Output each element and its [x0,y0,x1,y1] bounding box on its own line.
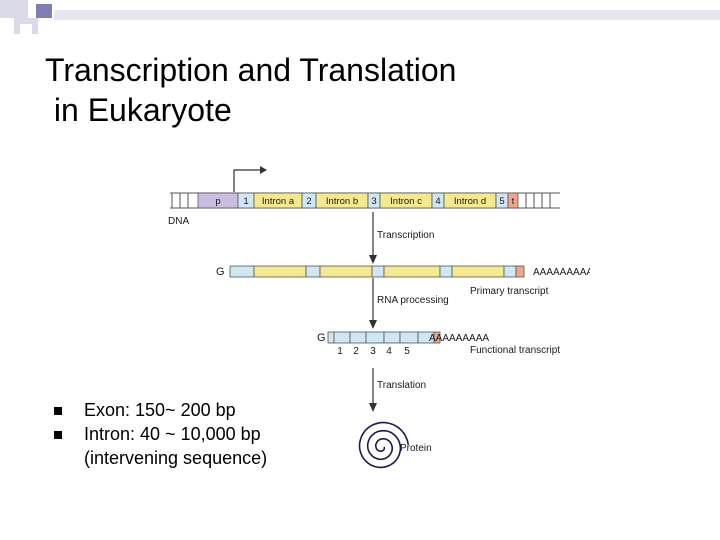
functional-exon-segment [327,331,335,344]
functional-polya-label: AAAAAAAAA [429,333,489,344]
exon-number-label: 1 [337,346,343,357]
functional-exon-segment [383,331,401,344]
rna-processing-step-label: RNA processing [377,295,449,306]
translation-arrow-icon [369,368,377,412]
primary-polya-label: AAAAAAAAA [533,267,590,278]
dna-segment-label: Intron a [262,196,295,207]
square-bullet-icon [54,431,62,439]
dna-segment-label: Intron c [390,196,422,207]
functional-exon-segment [333,331,351,344]
primary-exon-segment [305,265,321,278]
primary-exon-segment [503,265,517,278]
primary-tail-segment [515,265,525,278]
primary-exon-segment [229,265,255,278]
functional-tail-segment [433,331,441,344]
bullet-text: Intron: 40 ~ 10,000 bp [84,424,261,444]
decorative-header-squares [0,0,720,34]
title-line-1: Transcription and Translation [45,52,457,88]
title-line-2: in Eukaryote [45,92,232,128]
dna-segment-label: 1 [243,196,248,207]
dna-segment-label: 4 [435,196,440,207]
page-title: Transcription and Translation in Eukaryo… [45,50,456,130]
protein-spiral-icon [358,421,410,469]
primary-transcript-label: Primary transcript [470,286,549,297]
primary-exon-segment [439,265,453,278]
functional-exon-segment [365,331,385,344]
primary-intron-segment [253,265,307,278]
dna-segment-t [507,192,519,209]
bullet-item-intron: Intron: 40 ~ 10,000 bp (intervening sequ… [54,422,267,470]
bullet-list: Exon: 150~ 200 bp Intron: 40 ~ 10,000 bp… [54,398,267,470]
bullet-item-exon: Exon: 150~ 200 bp [54,398,267,422]
exon-number-label: 2 [353,346,359,357]
functional-cap-label: G [317,332,326,344]
functional-transcript-label: Functional transcript [470,345,560,356]
transcription-arrow-icon [369,212,377,264]
bullet-continuation-text: (intervening sequence) [84,448,268,468]
exon-number-label: 4 [386,346,392,357]
rna-processing-arrow-icon [369,278,377,329]
functional-exon-segment [399,331,419,344]
dna-segment-label: 5 [499,196,504,207]
dna-segment-label: Intron d [454,196,486,207]
primary-transcript [229,265,525,278]
primary-intron-segment [383,265,441,278]
dna-segment-label: t [512,196,515,207]
transcription-step-label: Transcription [377,230,434,241]
square-bullet-icon [54,407,62,415]
exon-number-label: 3 [370,346,376,357]
dna-segment-label: 3 [371,196,376,207]
primary-intron-segment [319,265,373,278]
primary-exon-segment [371,265,385,278]
functional-transcript [327,331,441,344]
dna-segment-label: Intron b [326,196,358,207]
functional-exon-segment [349,331,367,344]
exon-number-label: 5 [404,346,410,357]
bullet-text: Exon: 150~ 200 bp [84,400,236,420]
dna-segment-label: p [215,196,220,207]
primary-cap-label: G [216,266,225,278]
protein-label: Protein [400,443,432,454]
transcription-start-arrow-icon [233,166,267,192]
primary-intron-segment [451,265,505,278]
translation-step-label: Translation [377,380,426,391]
dna-segment-label: 2 [306,196,311,207]
dna-label: DNA [168,216,189,227]
